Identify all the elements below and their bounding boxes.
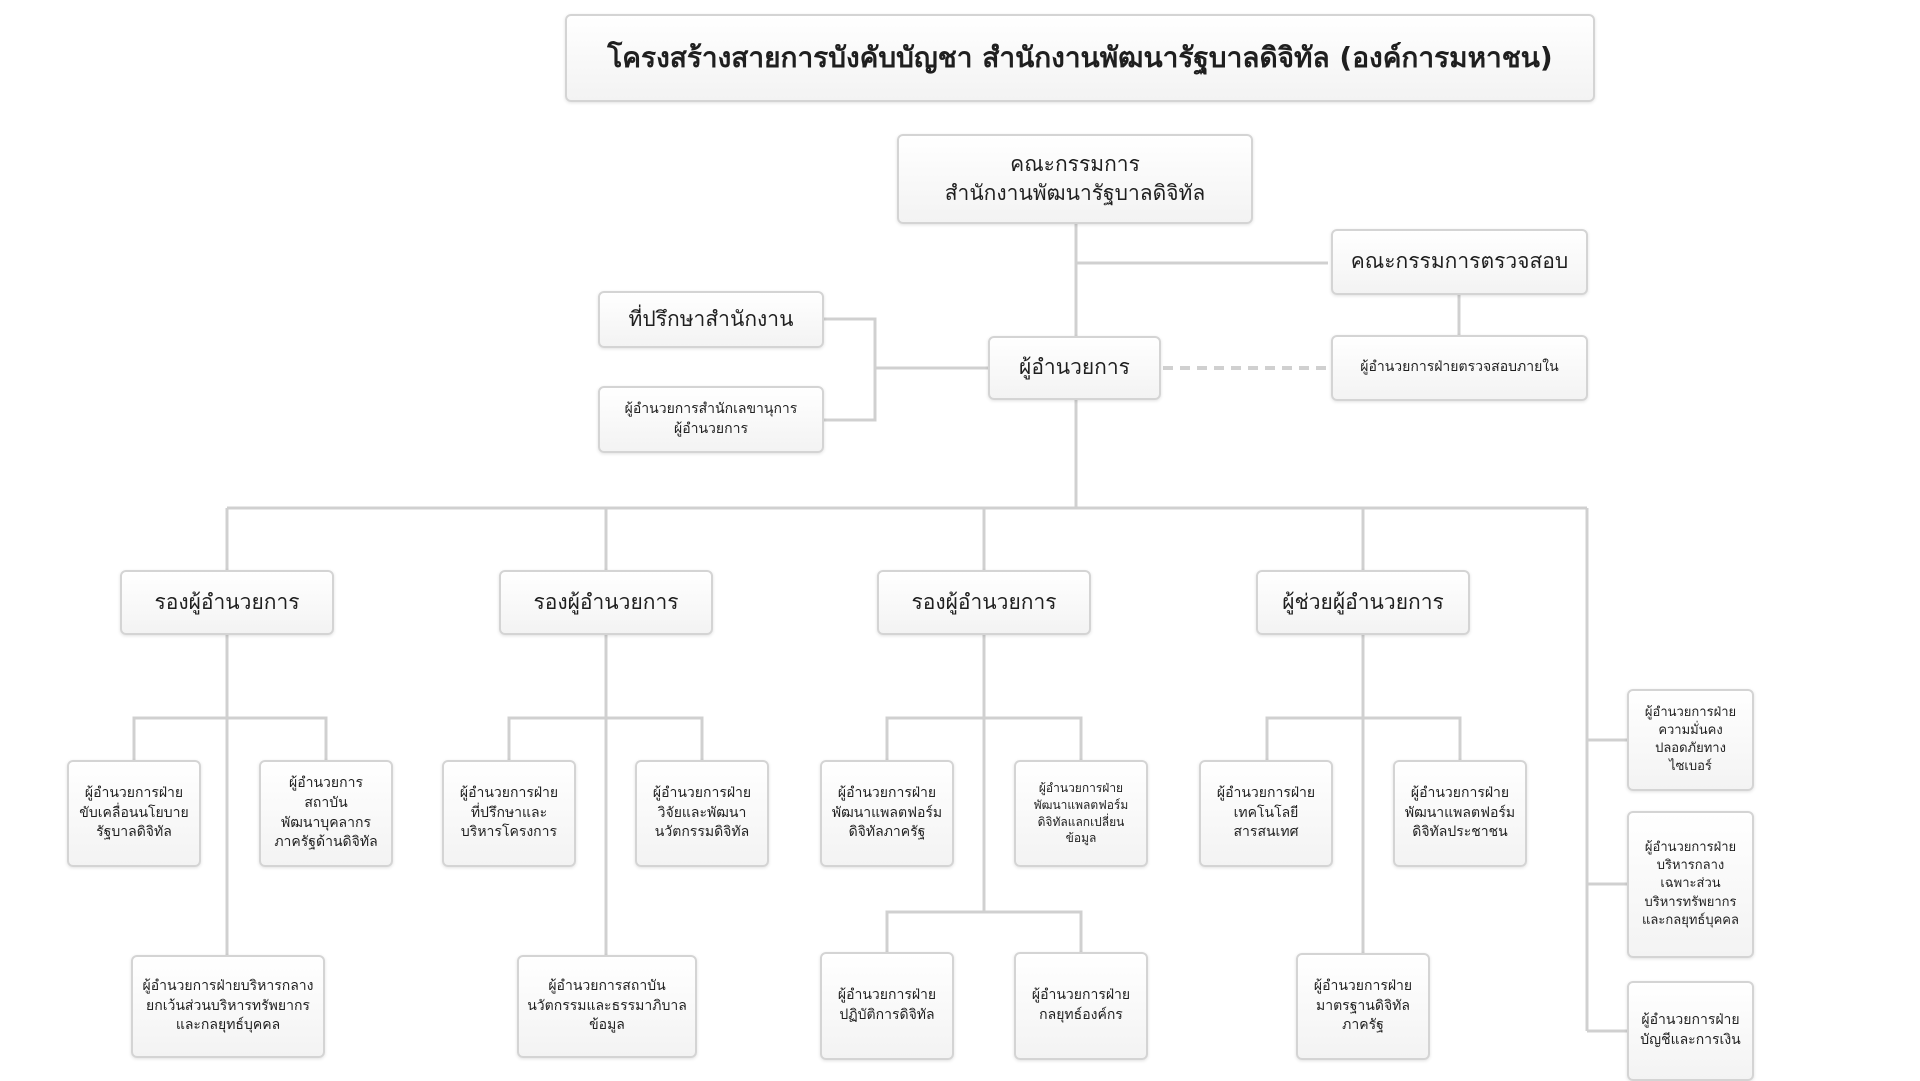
gov-platform-division-node: ผู้อำนวยการฝ่าย พัฒนาแพลตฟอร์ม ดิจิทัลภา… [820, 760, 954, 867]
digital-personnel-institute-node: ผู้อำนวยการสถาบัน พัฒนาบุคลากร ภาครัฐด้า… [259, 760, 393, 867]
deputy-director-node-2: รองผู้อำนวยการ [499, 570, 713, 635]
advisor-node: ที่ปรึกษาสำนักงาน [598, 291, 824, 348]
citizen-platform-division-node: ผู้อำนวยการฝ่าย พัฒนาแพลตฟอร์ม ดิจิทัลปร… [1393, 760, 1527, 867]
it-division-node: ผู้อำนวยการฝ่าย เทคโนโลยีสารสนเทศ [1199, 760, 1333, 867]
director-secretary-node: ผู้อำนวยการสำนักเลขานุการ ผู้อำนวยการ [598, 386, 824, 453]
chart-title: โครงสร้างสายการบังคับบัญชา สำนักงานพัฒนา… [565, 14, 1595, 102]
central-admin-division-node: ผู้อำนวยการฝ่ายบริหารกลาง ยกเว้นส่วนบริห… [131, 955, 325, 1058]
exchange-platform-division-node: ผู้อำนวยการฝ่าย พัฒนาแพลตฟอร์ม ดิจิทัลแล… [1014, 760, 1148, 867]
assistant-director-node: ผู้ช่วยผู้อำนวยการ [1256, 570, 1470, 635]
research-division-node: ผู้อำนวยการฝ่าย วิจัยและพัฒนา นวัตกรรมดิ… [635, 760, 769, 867]
corporate-strategy-division-node: ผู้อำนวยการฝ่าย กลยุทธ์องค์กร [1014, 952, 1148, 1060]
consulting-division-node: ผู้อำนวยการฝ่าย ที่ปรึกษาและ บริหารโครงก… [442, 760, 576, 867]
board-node: คณะกรรมการ สำนักงานพัฒนารัฐบาลดิจิทัล [897, 134, 1253, 224]
audit-committee-node: คณะกรรมการตรวจสอบ [1331, 229, 1588, 295]
deputy-director-node-3: รองผู้อำนวยการ [877, 570, 1091, 635]
finance-division-node: ผู้อำนวยการฝ่าย บัญชีและการเงิน [1627, 981, 1754, 1081]
director-node: ผู้อำนวยการ [988, 336, 1161, 400]
deputy-director-node-1: รองผู้อำนวยการ [120, 570, 334, 635]
central-hr-division-node: ผู้อำนวยการฝ่าย บริหารกลาง เฉพาะส่วน บริ… [1627, 811, 1754, 958]
cyber-security-division-node: ผู้อำนวยการฝ่าย ความมั่นคง ปลอดภัยทาง ไซ… [1627, 689, 1754, 791]
digital-operations-division-node: ผู้อำนวยการฝ่าย ปฏิบัติการดิจิทัล [820, 952, 954, 1060]
internal-audit-node: ผู้อำนวยการฝ่ายตรวจสอบภายใน [1331, 335, 1588, 401]
digital-standards-division-node: ผู้อำนวยการฝ่าย มาตรฐานดิจิทัล ภาครัฐ [1296, 953, 1430, 1060]
policy-division-node: ผู้อำนวยการฝ่าย ขับเคลื่อนนโยบาย รัฐบาลด… [67, 760, 201, 867]
innovation-governance-institute-node: ผู้อำนวยการสถาบัน นวัตกรรมและธรรมาภิบาล … [517, 955, 697, 1058]
